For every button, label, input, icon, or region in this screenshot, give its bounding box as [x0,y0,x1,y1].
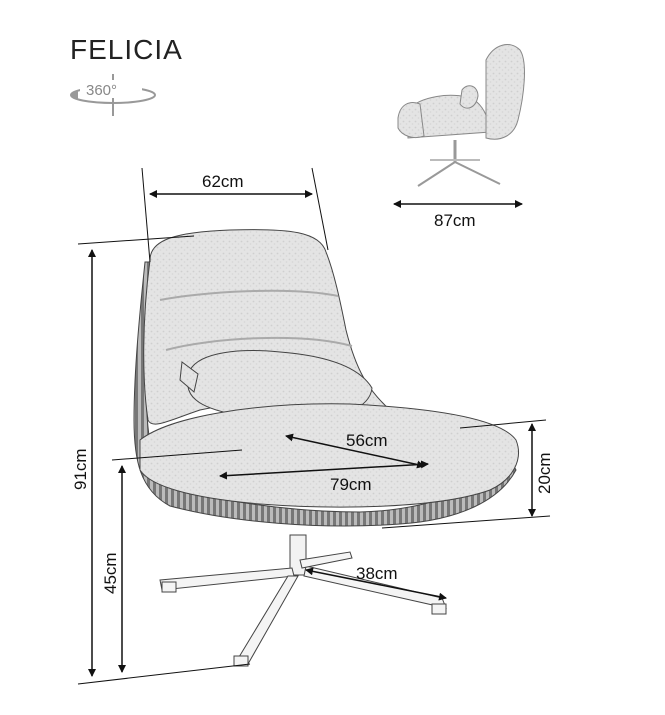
rotate-360-icon [70,74,156,116]
side-view-thumbnail [397,44,525,187]
seat-thickness-label: 20cm [535,452,554,494]
overall-width-dimension-line [219,460,429,480]
seat-height-label: 45cm [101,552,120,594]
overall-height-label: 91cm [71,448,90,490]
rotation-label: 360° [86,82,117,99]
overall-width-label: 79cm [330,475,372,494]
seat-depth-label: 56cm [346,431,388,450]
base-radius-dimension-line [305,567,447,601]
chair-base [159,534,447,667]
overall-depth-label: 87cm [434,211,476,230]
product-title: FELICIA [70,34,183,65]
base-radius-label: 38cm [356,564,398,583]
seat-width-label: 62cm [202,172,244,191]
